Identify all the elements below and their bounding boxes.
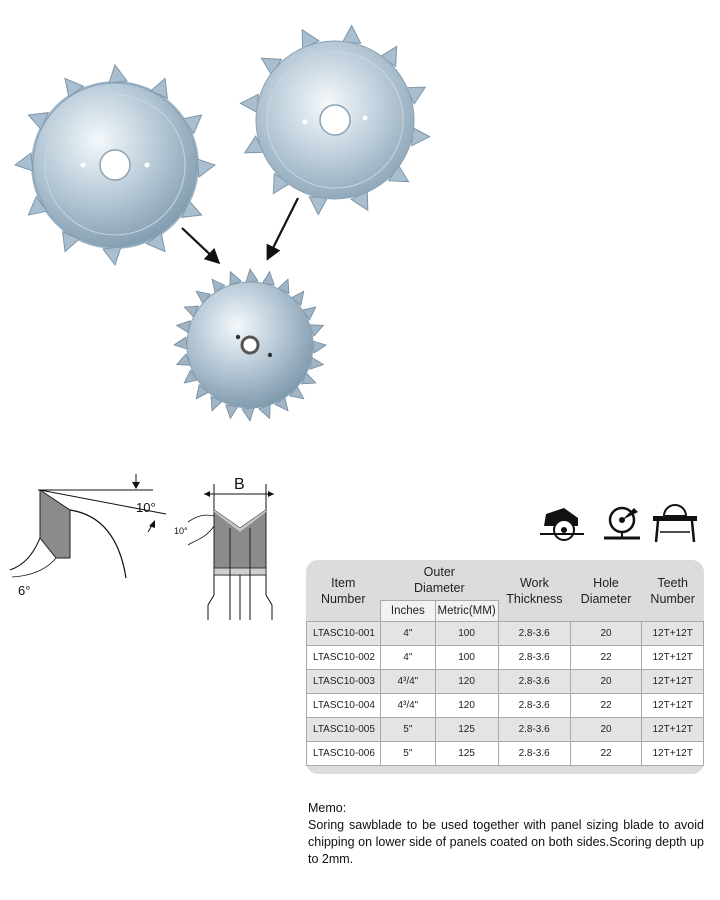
cell-item: LTASC10-001 — [305, 621, 382, 646]
saw-blade-left-image — [13, 63, 217, 267]
angle-side-label: 6° — [18, 583, 30, 598]
cell-teeth: 12T+12T — [641, 621, 704, 646]
table-row: LTASC10-006 5" 125 2.8-3.6 22 12T+12T — [305, 741, 704, 766]
cell-metric: 120 — [434, 669, 499, 694]
cell-work: 2.8-3.6 — [497, 717, 571, 742]
table-row: LTASC10-004 4³/4" 120 2.8-3.6 22 12T+12T — [305, 693, 704, 718]
spec-table: Item Number Outer Diameter Work Thicknes… — [305, 560, 704, 766]
cell-metric: 100 — [434, 645, 499, 670]
cell-hole: 20 — [569, 717, 643, 742]
cell-inches: 4³/4" — [380, 693, 436, 718]
table-row: LTASC10-002 4" 100 2.8-3.6 22 12T+12T — [305, 645, 704, 670]
scoring-blade-image — [173, 268, 327, 422]
tooth-width-diagram: B 10° — [174, 476, 274, 620]
tooth-angle-diagram: 10° 6° — [9, 474, 167, 598]
cell-hole: 22 — [569, 645, 643, 670]
angle-top-label: 10° — [136, 500, 156, 515]
cell-work: 2.8-3.6 — [497, 621, 571, 646]
cell-metric: 125 — [434, 717, 499, 742]
cell-item: LTASC10-006 — [305, 741, 382, 766]
memo-block: Memo: Soring sawblade to be used togethe… — [308, 800, 704, 868]
saw-blade-right-image — [239, 24, 431, 216]
angle-small-label: 10° — [174, 526, 188, 536]
cell-metric: 125 — [434, 741, 499, 766]
cell-teeth: 12T+12T — [641, 693, 704, 718]
arrows-graphic — [181, 197, 299, 265]
cell-metric: 120 — [434, 693, 499, 718]
header-item-number: Item Number — [321, 575, 366, 606]
cell-work: 2.8-3.6 — [497, 693, 571, 718]
cell-item: LTASC10-004 — [305, 693, 382, 718]
cell-teeth: 12T+12T — [641, 717, 704, 742]
cell-teeth: 12T+12T — [641, 645, 704, 670]
spec-table-panel: Item Number Outer Diameter Work Thicknes… — [305, 560, 704, 774]
table-row: LTASC10-001 4" 100 2.8-3.6 20 12T+12T — [305, 621, 704, 646]
cell-work: 2.8-3.6 — [497, 741, 571, 766]
cell-inches: 4" — [380, 621, 436, 646]
cell-inches: 4" — [380, 645, 436, 670]
table-row: LTASC10-005 5" 125 2.8-3.6 20 12T+12T — [305, 717, 704, 742]
header-hole-diameter: Hole Diameter — [580, 575, 632, 606]
cell-hole: 20 — [569, 669, 643, 694]
header-inches: Inches — [380, 600, 436, 622]
circular-saw-icon — [540, 508, 584, 541]
cell-work: 2.8-3.6 — [497, 669, 571, 694]
cell-hole: 22 — [569, 693, 643, 718]
cell-teeth: 12T+12T — [641, 669, 704, 694]
header-outer-diameter: Outer Diameter — [413, 565, 465, 595]
cell-work: 2.8-3.6 — [497, 645, 571, 670]
header-metric: Metric(MM) — [434, 600, 499, 622]
table-saw-icon — [653, 504, 697, 543]
header-work-thickness: Work Thickness — [506, 575, 563, 606]
cell-item: LTASC10-002 — [305, 645, 382, 670]
memo-title: Memo: — [308, 801, 347, 815]
cell-inches: 5" — [380, 741, 436, 766]
width-label: B — [234, 476, 245, 493]
cell-item: LTASC10-003 — [305, 669, 382, 694]
cell-teeth: 12T+12T — [641, 741, 704, 766]
cell-hole: 20 — [569, 621, 643, 646]
miter-saw-icon — [604, 506, 640, 540]
memo-text: Soring sawblade to be used together with… — [308, 818, 704, 866]
header-teeth-number: Teeth Number — [650, 575, 695, 606]
table-row: LTASC10-003 4³/4" 120 2.8-3.6 20 12T+12T — [305, 669, 704, 694]
cell-metric: 100 — [434, 621, 499, 646]
cell-inches: 5" — [380, 717, 436, 742]
cell-inches: 4³/4" — [380, 669, 436, 694]
cell-item: LTASC10-005 — [305, 717, 382, 742]
cell-hole: 22 — [569, 741, 643, 766]
